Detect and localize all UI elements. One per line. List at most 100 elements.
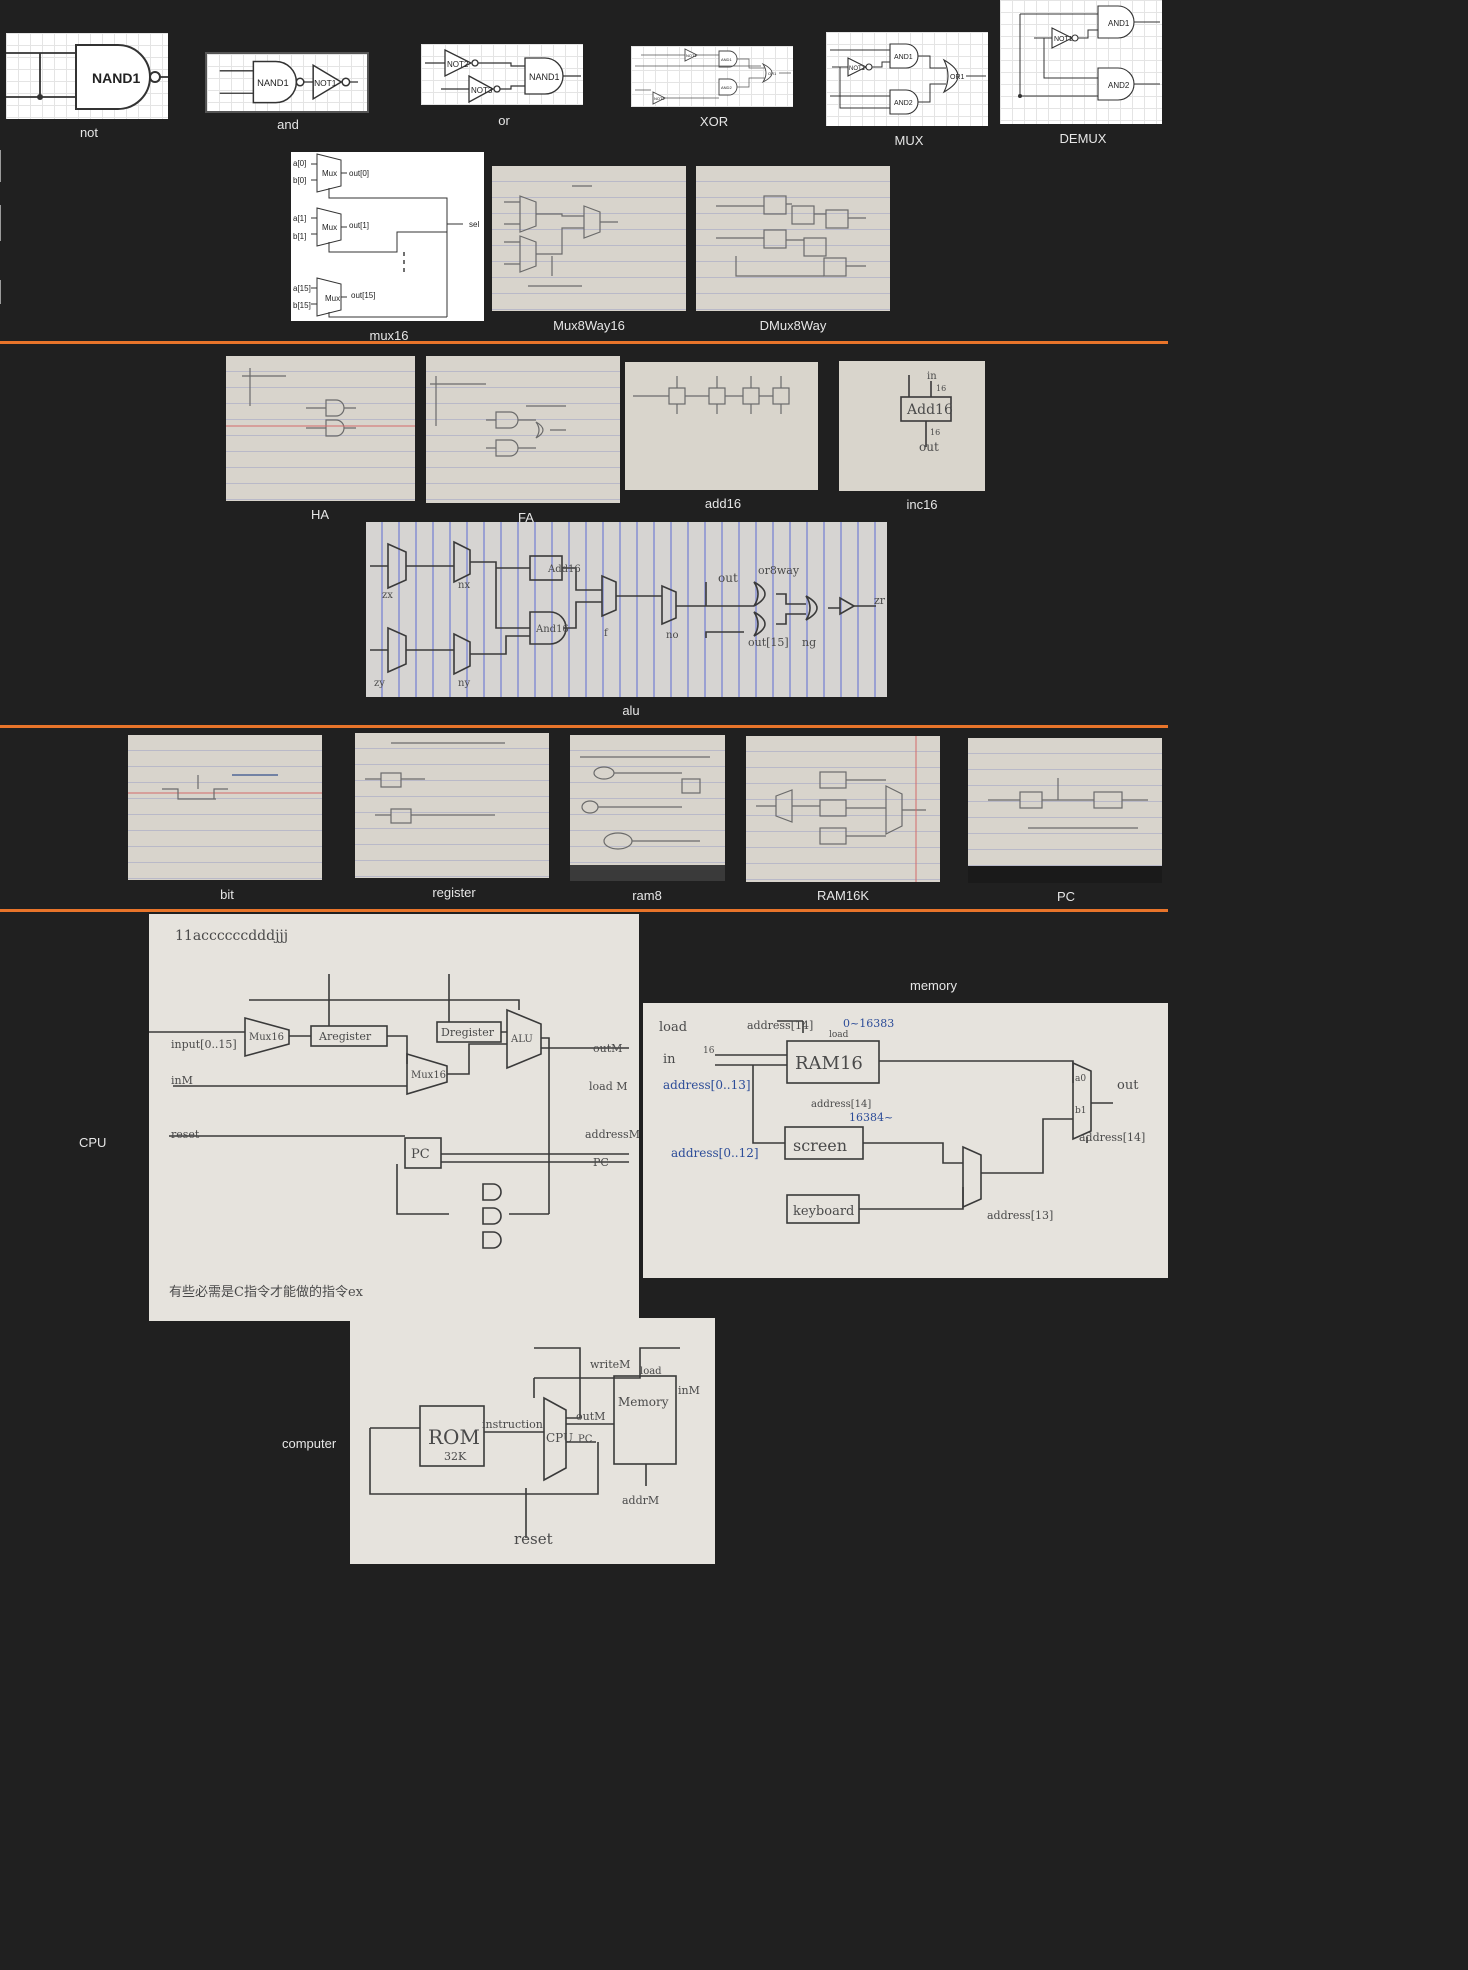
out15-label: out[15]	[748, 636, 789, 649]
b15-label: b[15]	[293, 301, 311, 310]
not1-label: NOT1	[686, 53, 697, 58]
alu-label: ALU	[510, 1034, 533, 1045]
range-screen-label: 16384~	[849, 1111, 893, 1124]
nand1-label: NAND1	[92, 70, 140, 86]
or1-label: OR1	[768, 71, 777, 76]
write-m-label: writeM	[590, 1358, 630, 1371]
load-small-label: load	[829, 1030, 849, 1040]
addr13-label: address[13]	[987, 1209, 1053, 1222]
and1-label: AND1	[1108, 19, 1130, 28]
mux-label: MUX	[894, 133, 924, 148]
fa-label: FA	[518, 510, 534, 525]
computer-sketch: ROM 32K instruction CPU outM PC Memory w…	[350, 1318, 715, 1564]
and1-label: AND1	[721, 57, 732, 62]
add16-label: add16	[704, 496, 742, 511]
ha-label: HA	[310, 507, 330, 522]
alu-out-label: out	[718, 571, 738, 585]
not-label: not	[79, 125, 99, 140]
fa-sketch	[426, 356, 620, 503]
ram8-sketch	[570, 735, 725, 881]
f-label: f	[604, 628, 609, 639]
ram16k-label: RAM16K	[816, 888, 870, 903]
dmux8way-label: DMux8Way	[759, 318, 827, 333]
out1-label: out[1]	[349, 221, 369, 230]
ram16k-sketch	[746, 736, 940, 882]
addr14-mid-label: address[14]	[811, 1099, 871, 1110]
add16-block-label: Add16	[906, 402, 953, 418]
add16-sketch	[625, 362, 818, 490]
alu-and16-label: And16	[535, 624, 569, 635]
ram8-label: ram8	[632, 888, 662, 903]
inc16-sketch: in 16 Add16 16 out	[839, 361, 985, 491]
a0-label: a[0]	[293, 159, 306, 168]
in-m-label: inM	[171, 1074, 193, 1087]
not1-label: NOT1	[314, 78, 337, 88]
addr-screen-label: address[0..12]	[671, 1146, 759, 1160]
addr14-right-label: address[14]	[1079, 1131, 1145, 1144]
cpu-sketch: 11accccccdddjjj Aregister Dregister ALU …	[149, 914, 639, 1321]
and2-label: AND2	[721, 85, 732, 90]
not-gate-diagram: NAND1	[6, 33, 168, 119]
instruction-label: input[0..15]	[171, 1038, 237, 1051]
screen-block-label: screen	[793, 1136, 847, 1155]
mux-block-label: Mux	[322, 169, 337, 178]
sel-label: sel	[469, 220, 479, 229]
or8way-label: or8way	[758, 564, 800, 577]
demux-gate-diagram: NOT1 AND1 AND2	[1000, 0, 1162, 124]
margin-tick	[0, 205, 1, 241]
addr-ram-label: address[0..13]	[663, 1078, 751, 1092]
rom-size-label: 32K	[444, 1450, 467, 1463]
not2-label: NOT2	[447, 60, 469, 69]
inc16-label: inc16	[906, 497, 938, 512]
cpu-label: CPU	[79, 1135, 107, 1150]
ny-label: ny	[458, 678, 470, 689]
memory-sketch: load in 16 address[0..13] address[0..12]…	[643, 1003, 1168, 1278]
dmux8way-sketch	[696, 166, 890, 311]
bit-label: bit	[220, 887, 234, 902]
out0-label: out[0]	[349, 169, 369, 178]
computer-label: computer	[282, 1436, 337, 1451]
section-separator	[0, 341, 1168, 344]
range-ram-label: 0~16383	[843, 1017, 894, 1030]
zx-label: zx	[382, 590, 393, 601]
memory-label: memory	[910, 978, 957, 993]
or1-label: OR1	[950, 74, 965, 81]
cpu-block-label: CPU	[546, 1431, 573, 1445]
pc-label: PC	[1056, 889, 1076, 904]
b0-label: b[0]	[293, 176, 306, 185]
bit-sketch	[128, 735, 322, 880]
mux-gate-diagram: NOT1 AND1 AND2 OR1	[826, 32, 988, 126]
in-bits-label: 16	[703, 1046, 715, 1056]
not1-label: NOT1	[1054, 36, 1073, 43]
mux-block-label: Mux	[325, 294, 340, 303]
in-label: in	[663, 1052, 676, 1067]
b1-label: b[1]	[293, 232, 306, 241]
bits-label: 16	[936, 384, 946, 393]
mux16-a-label: Mux16	[249, 1032, 284, 1043]
alu-add16-label: Add16	[547, 564, 581, 575]
load-label: load	[659, 1020, 687, 1035]
and-gate-diagram: NAND1 NOT1	[205, 52, 369, 113]
alu-label: alu	[622, 703, 640, 718]
pc-label: PC	[578, 1434, 593, 1445]
pc-sketch	[968, 738, 1162, 883]
and-label: and	[277, 117, 299, 132]
in-label: in	[927, 371, 937, 382]
reset-label: reset	[171, 1128, 200, 1141]
out-label: out	[919, 440, 939, 454]
a1-label: a[1]	[293, 214, 306, 223]
addr-m-label: addrM	[622, 1494, 659, 1507]
and2-label: AND2	[1108, 81, 1130, 90]
mux-b1-label: b1	[1075, 1106, 1087, 1116]
not1-label: NOT1	[849, 66, 866, 72]
address-m-label: addressM	[585, 1128, 639, 1141]
ng-label: ng	[802, 636, 816, 649]
nx-label: nx	[458, 580, 470, 591]
ram-block-label: RAM16	[795, 1053, 863, 1074]
mux-block-label: Mux	[322, 223, 337, 232]
rom-label: ROM	[428, 1425, 480, 1449]
no-label: no	[666, 630, 678, 641]
bits-label: 16	[930, 428, 940, 437]
out-m-label: outM	[593, 1042, 622, 1055]
xor-label: XOR	[699, 114, 729, 129]
